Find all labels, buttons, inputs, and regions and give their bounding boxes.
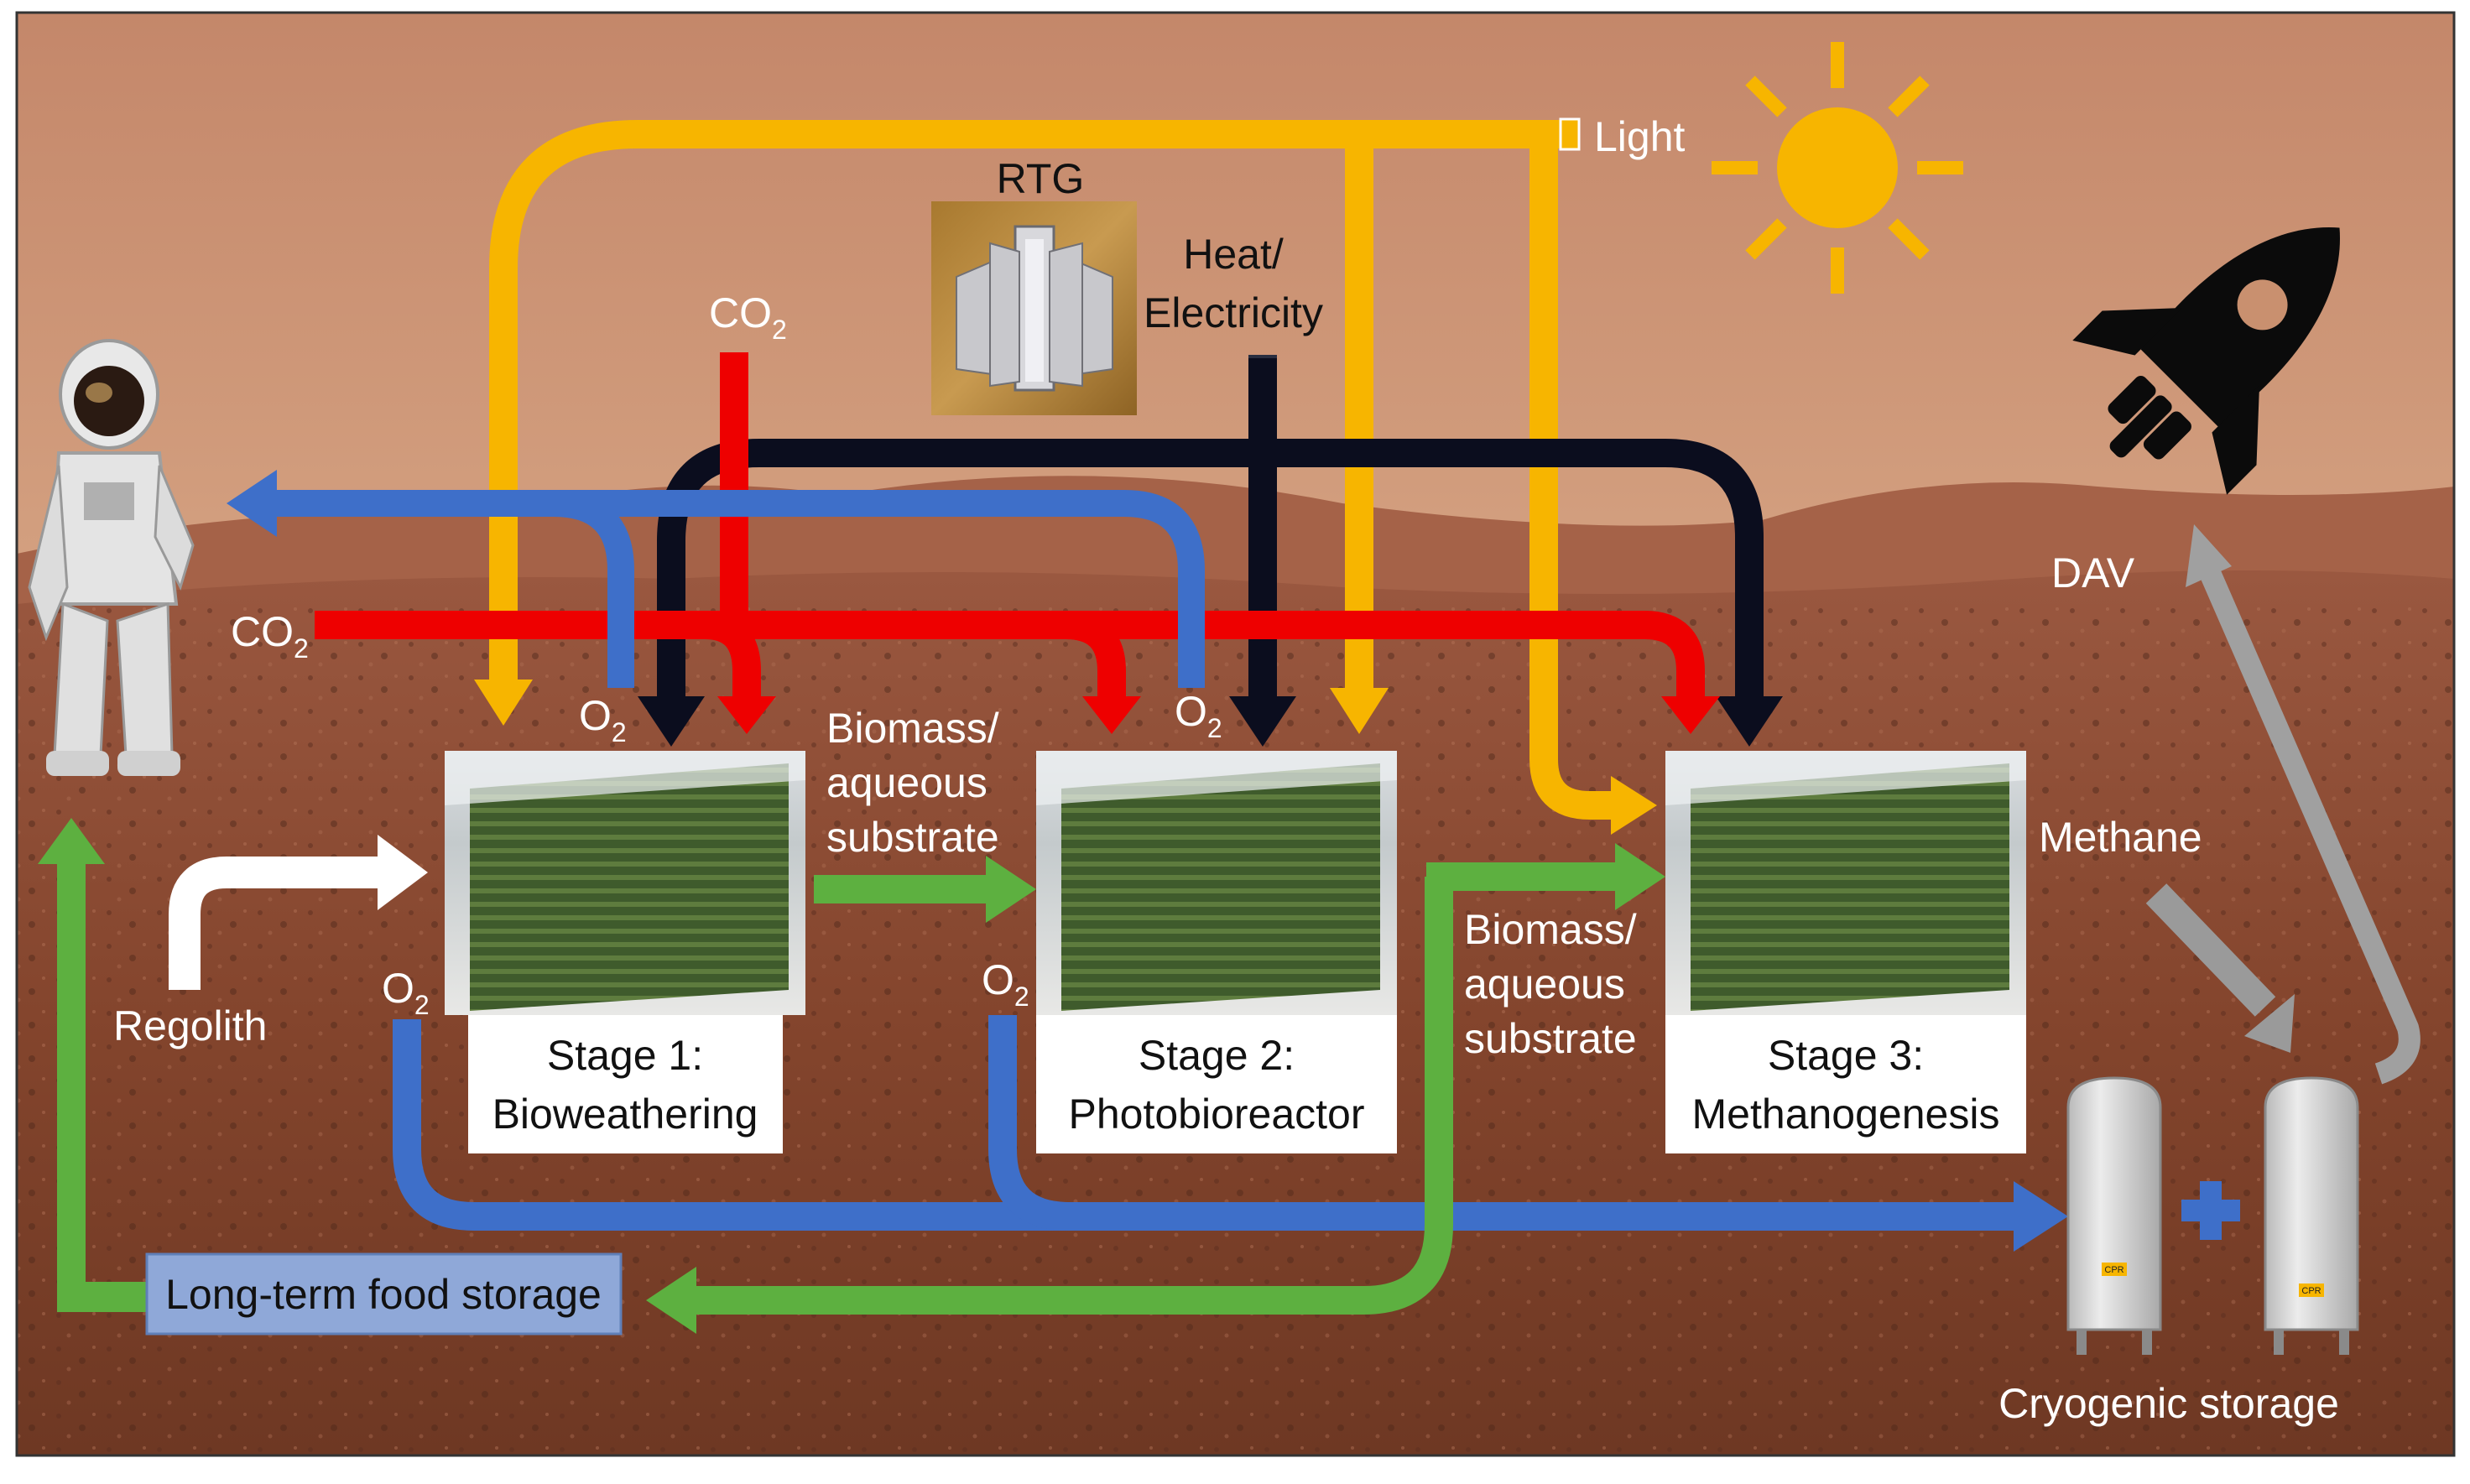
- cryogenic-tank-icon: [2264, 1076, 2359, 1355]
- astronaut-icon: [28, 339, 195, 776]
- tank-1-badge: CPR: [2104, 1265, 2123, 1275]
- stage-3-name: Methanogenesis: [1692, 1091, 2000, 1138]
- o2-stage2-top-label: O2: [1175, 688, 1222, 743]
- light-flow: [489, 120, 1615, 820]
- biomass-2-label-line1: Biomass/: [1464, 906, 1637, 953]
- food-storage-label: Long-term food storage: [165, 1271, 602, 1318]
- stage-1-photobioreactor-image: [445, 751, 805, 1015]
- stage-3-photobioreactor-image: [1665, 751, 2026, 1015]
- dav-label: DAV: [2051, 549, 2135, 596]
- sun-icon: [1712, 42, 1963, 294]
- o2-stage2-bottom-label: O2: [982, 956, 1029, 1012]
- o2-to-storage-arrowhead: [2014, 1181, 2068, 1252]
- stage-1-title: Stage 1:: [547, 1032, 703, 1079]
- o2-flow-lower: [393, 1015, 2014, 1231]
- frame-border: [15, 11, 2456, 1457]
- rtg-device-icon: [931, 201, 1137, 415]
- stage-2-name: Photobioreactor: [1068, 1091, 1364, 1138]
- methane-label: Methane: [2039, 814, 2202, 861]
- co2-arrowheads: [717, 696, 1720, 734]
- heat-label-line1: Heat/: [1183, 231, 1284, 278]
- light-label: Light: [1594, 113, 1686, 160]
- stage-2-photobioreactor-image: [1036, 751, 1397, 1015]
- stage-1-label-box: [468, 1015, 783, 1153]
- o2-flow-upper: [277, 490, 1205, 688]
- biomass-1-label-line1: Biomass/: [826, 705, 999, 752]
- plus-icon: [2181, 1181, 2240, 1240]
- biomass-arrowheads: [38, 818, 1665, 1334]
- stage-2-label-box: [1036, 1015, 1397, 1153]
- heat-arrowheads: [638, 696, 1783, 747]
- cryogenic-tank-icon: [2066, 1076, 2162, 1355]
- biomass-1-label-line3: substrate: [826, 814, 999, 861]
- stage-1-name: Bioweathering: [492, 1091, 758, 1138]
- biomass-2-label-line2: aqueous: [1464, 961, 1625, 1008]
- regolith-label: Regolith: [113, 1002, 267, 1049]
- fuel-to-dav-flow: [2186, 524, 2420, 1085]
- tank-2-badge: CPR: [2301, 1286, 2321, 1296]
- methane-flow: [2145, 883, 2295, 1053]
- o2-to-astronaut-arrowhead: [227, 470, 277, 537]
- biomass-2-label-line3: substrate: [1464, 1015, 1637, 1062]
- stage-3-label-box: [1665, 1015, 2026, 1153]
- light-source-bar: [1559, 117, 1581, 151]
- co2-left-label: CO2: [231, 608, 309, 664]
- o2-stage1-top-label: O2: [579, 692, 627, 747]
- food-storage-box: [145, 1252, 623, 1336]
- stage-3-title: Stage 3:: [1768, 1032, 1924, 1079]
- o2-stage1-bottom-label: O2: [382, 965, 430, 1020]
- biomass-1-label-line2: aqueous: [826, 759, 987, 806]
- rtg-label: RTG: [997, 155, 1085, 202]
- heat-label-line2: Electricity: [1144, 289, 1323, 336]
- light-arrowheads: [474, 680, 1657, 835]
- food-return-segment: [57, 1284, 149, 1312]
- stage-2-title: Stage 2:: [1139, 1032, 1295, 1079]
- co2-flow: [315, 352, 1705, 696]
- cryogenic-storage-label: Cryogenic storage: [1998, 1380, 2339, 1427]
- regolith-flow: [169, 835, 428, 990]
- co2-top-label: CO2: [709, 289, 787, 345]
- rocket-icon: [2072, 227, 2340, 495]
